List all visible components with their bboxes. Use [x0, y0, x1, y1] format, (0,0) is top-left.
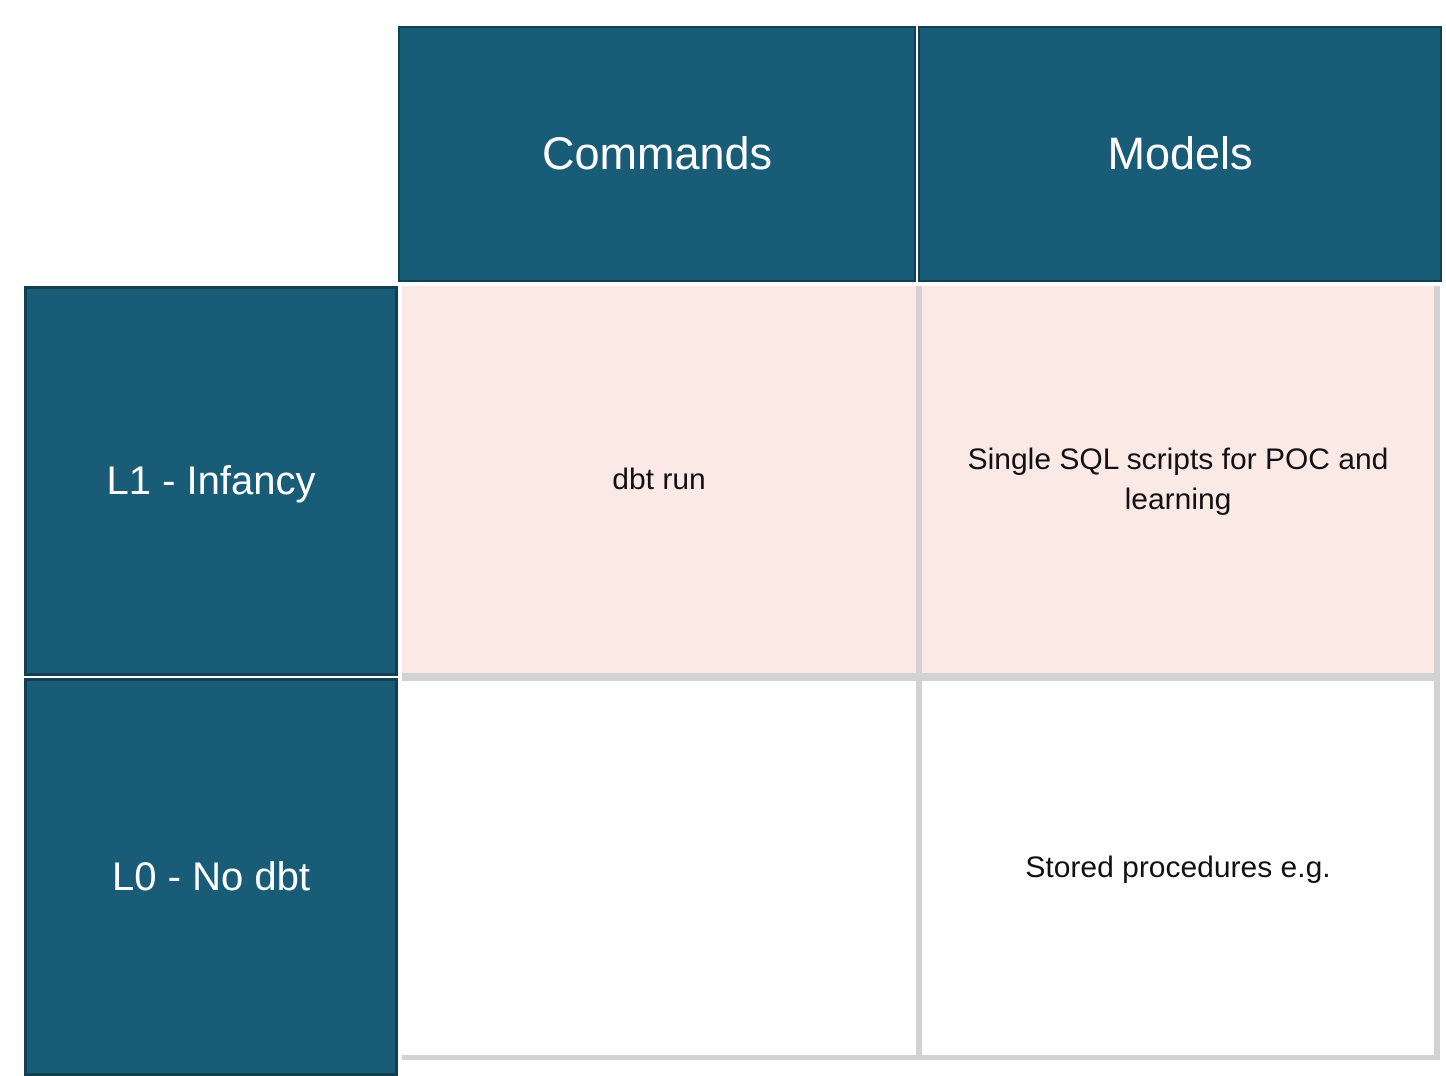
column-header-models: Models	[918, 26, 1442, 282]
cell-l1-models-text: Single SQL scripts for POC and learning	[967, 442, 1389, 516]
grid-line-bottom-edge	[402, 1055, 1434, 1060]
column-header-commands: Commands	[398, 26, 916, 282]
cell-l0-models: Stored procedures e.g.	[922, 681, 1434, 1055]
cell-l1-models: Single SQL scripts for POC and learning	[922, 286, 1434, 673]
row-header-l1-infancy: L1 - Infancy	[24, 286, 398, 676]
column-header-commands-label: Commands	[541, 128, 773, 180]
column-header-models-label: Models	[1107, 128, 1253, 180]
row-header-l0-no-dbt: L0 - No dbt	[24, 678, 398, 1076]
grid-line-vertical-body	[916, 286, 922, 1055]
row-header-l0-no-dbt-label: L0 - No dbt	[112, 855, 310, 899]
cell-l1-commands: dbt run	[402, 286, 916, 673]
grid-line-right-edge	[1434, 286, 1440, 1060]
row-header-l1-infancy-label: L1 - Infancy	[106, 459, 316, 503]
cell-l1-commands-text: dbt run	[612, 462, 706, 496]
cell-l0-commands	[402, 681, 916, 1055]
cell-l0-models-text: Stored procedures e.g.	[1025, 851, 1331, 885]
grid-line-horizontal-rows	[402, 673, 1434, 681]
